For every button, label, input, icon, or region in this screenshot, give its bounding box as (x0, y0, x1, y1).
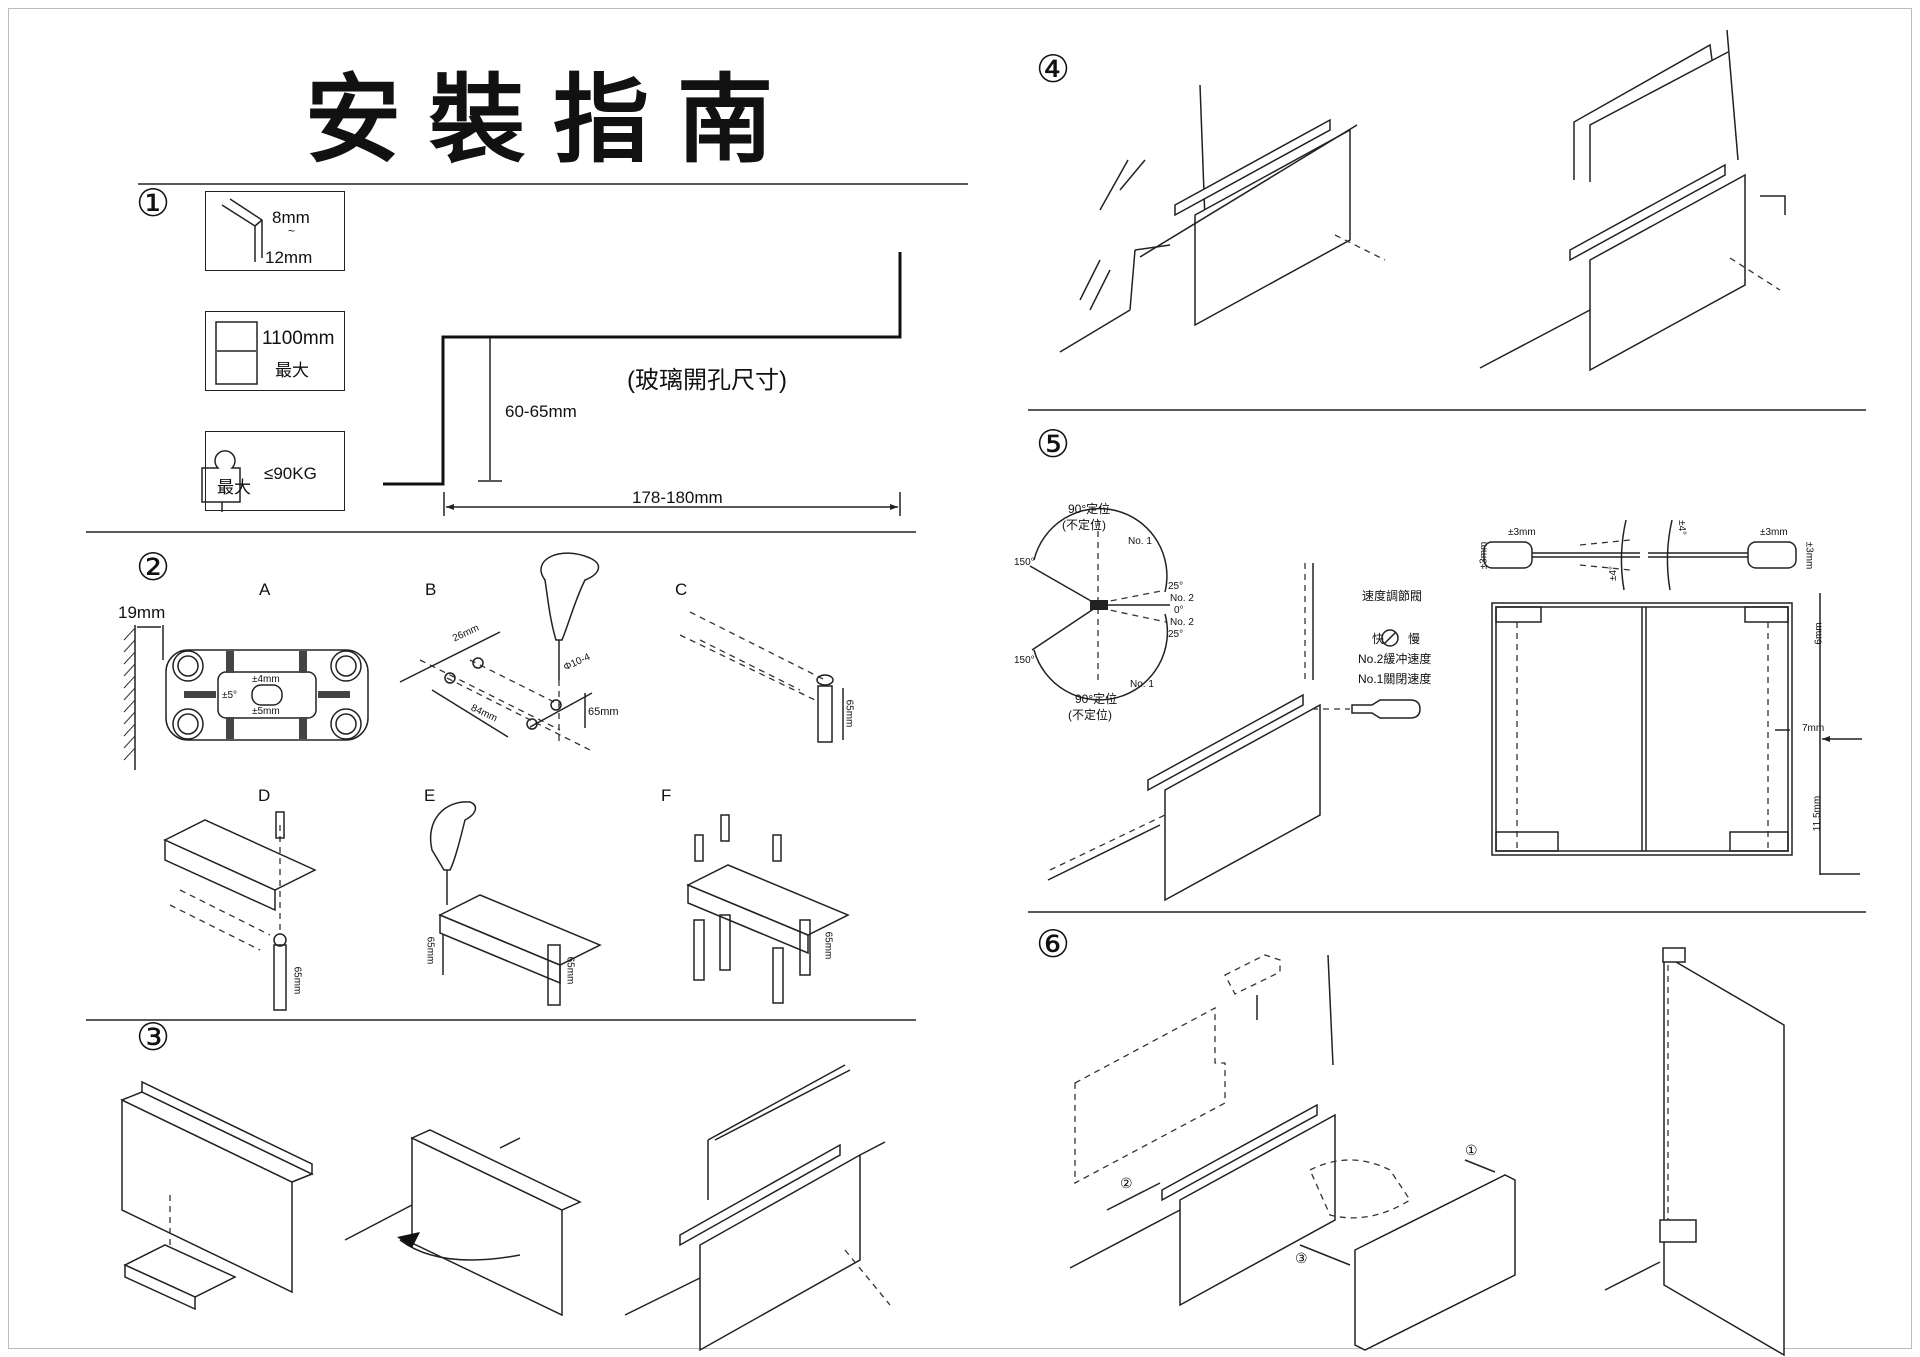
step4-glass-insert (1479, 29, 1786, 372)
cutout-caption: (玻璃開孔尺寸) (627, 367, 787, 394)
document-title: 安裝指南 (305, 64, 801, 176)
dial-left-bottom: 150° (1014, 655, 1035, 666)
cutout-width: 178-180mm (632, 488, 723, 507)
valve-title: 速度調節閥 (1362, 589, 1423, 603)
b-depth: 65mm (588, 706, 619, 718)
glass-width-icon (215, 321, 258, 385)
weight-value: ≤90KG (264, 464, 317, 483)
plan-bottom-gap: 11.5mm (1812, 795, 1824, 832)
step-2-number: ② (136, 545, 171, 589)
cutout-height: 60-65mm (505, 402, 577, 421)
sub-step-c: C (675, 580, 688, 599)
step-4-number: ④ (1036, 47, 1071, 91)
step5-hinge-adjust (1047, 563, 1421, 902)
dial-no1-bottom: No. 1 (1130, 679, 1154, 690)
sub-step-d: D (258, 786, 271, 805)
angle-dial (1029, 507, 1170, 701)
dial-top-label: 90°定位 (1068, 502, 1111, 516)
step6-callout-1: ① (1465, 1142, 1478, 1158)
plan-adj-left-v: ±3mm (1478, 541, 1490, 570)
step6-glass-door (1604, 947, 1785, 1357)
step6-cover-removal (1069, 954, 1516, 1351)
plate-f (686, 814, 850, 1004)
plan-adj-left-h: ±3mm (1508, 527, 1536, 538)
step3-hinge-body-1 (120, 1080, 314, 1311)
valve-no2: No.2緩冲速度 (1358, 652, 1432, 666)
d-depth: 65mm (291, 966, 303, 995)
thickness-separator: ~ (288, 224, 296, 238)
spec-box-thickness (205, 191, 345, 271)
plan-top-gap: 6mm (1813, 622, 1825, 645)
a-wall-gap: 19mm (118, 603, 166, 622)
dial-right-bottom: 25° (1168, 629, 1184, 640)
sub-step-e: E (424, 786, 436, 805)
step-3-number: ③ (136, 1015, 171, 1059)
sub-step-b: B (425, 580, 437, 599)
step-5-number: ⑤ (1036, 422, 1071, 466)
dial-no2-bottom: No. 2 (1170, 617, 1194, 628)
a-adj-angle: ±5° (222, 690, 238, 701)
mounting-plate-top-view (123, 625, 369, 770)
sub-step-f: F (661, 786, 672, 805)
page-frame (8, 8, 1912, 1349)
step3-hinge-body-2 (344, 1129, 582, 1317)
weight-note: 最大 (217, 478, 251, 497)
plan-adj-right-v: ±3mm (1803, 541, 1815, 570)
cutout-profile (383, 252, 902, 516)
dial-left-top: 150° (1014, 557, 1035, 568)
plan-side-gap: 7mm (1802, 723, 1825, 734)
plan-view-top (1483, 519, 1797, 591)
plan-adj-right-h: ±3mm (1760, 527, 1788, 538)
dial-top-sub: (不定位) (1062, 518, 1106, 532)
thickness-min: 8mm (272, 208, 310, 227)
valve-slow: 慢 (1408, 632, 1421, 646)
dial-right-top: 25° (1168, 581, 1184, 592)
sub-step-a: A (259, 580, 271, 599)
plan-view-frame (1491, 593, 1862, 875)
drill-layout (399, 552, 600, 751)
dial-no2-top: No. 2 (1170, 593, 1194, 604)
spec-box-weight (205, 431, 345, 511)
valve-no1: No.1關閉速度 (1358, 672, 1432, 686)
e-depth-left: 65mm (424, 936, 436, 965)
dial-no1-top: No. 1 (1128, 536, 1152, 547)
dial-bottom-label: 90°定位 (1075, 692, 1118, 706)
f-depth: 65mm (822, 931, 834, 960)
thickness-max: 12mm (265, 248, 313, 267)
step4-installed-hinge (1059, 84, 1386, 353)
step6-callout-2: ② (1120, 1175, 1133, 1191)
e-depth-right: 65mm (564, 956, 576, 985)
pin-hole-c (679, 611, 844, 743)
glass-thickness-icon (221, 198, 263, 262)
dial-bottom-sub: (不定位) (1068, 708, 1112, 722)
width-note: 最大 (275, 361, 309, 380)
c-depth: 65mm (843, 699, 855, 728)
step-1-number: ① (136, 181, 171, 225)
valve-fast: 快 (1372, 632, 1385, 646)
spec-box-width (205, 311, 345, 391)
step3-hinge-body-3 (624, 1064, 891, 1352)
plate-e (429, 801, 602, 1006)
step6-callout-3: ③ (1295, 1250, 1308, 1266)
a-adj-y2: ±5mm (252, 706, 280, 717)
plan-angle-bottom: ±4° (1608, 565, 1620, 582)
plate-d (163, 811, 317, 1011)
plan-angle-top: ±4° (1676, 519, 1688, 536)
width-value: 1100mm (262, 328, 335, 349)
dial-right-zero: 0° (1174, 605, 1184, 616)
a-adj-y: ±4mm (252, 674, 280, 685)
step-6-number: ⑥ (1036, 922, 1071, 966)
